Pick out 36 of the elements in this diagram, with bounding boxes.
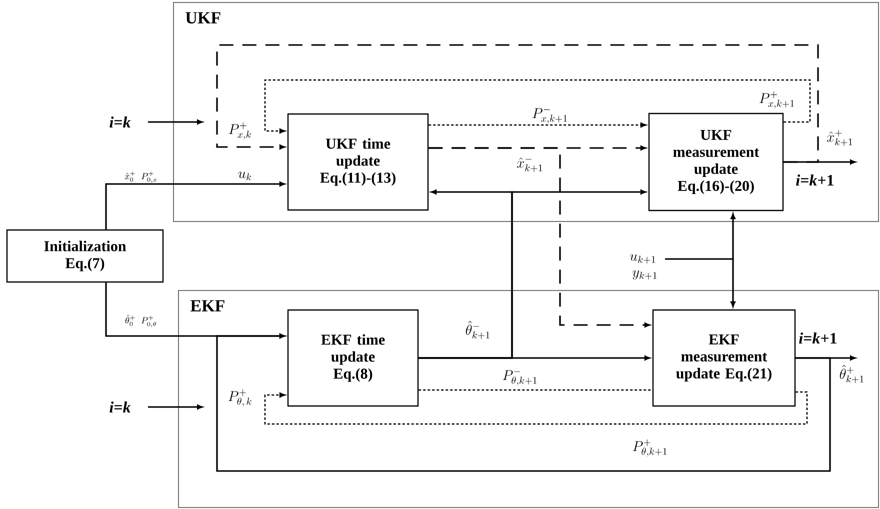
arrow [730, 214, 736, 259]
signal-label: $P_{x,k}^+$ [228, 122, 251, 140]
step-label: i=k+1 [796, 174, 834, 186]
arrow [730, 259, 736, 307]
edge-label: $P_{\theta,k+1}^+$ [632, 439, 666, 457]
step-label: i=k [110, 401, 131, 413]
edge-label: $\hat{x}_0^+\;\;P_{0,x}^+$ [124, 171, 157, 183]
arrow [428, 122, 646, 128]
signal-label: $u_k$ [238, 172, 252, 180]
arrow [418, 356, 650, 360]
arrow [428, 147, 650, 328]
process-box: EKF measurement update Eq.(21) [652, 309, 796, 407]
signal-label: $y_{k+1}$ [632, 270, 657, 280]
arrow [264, 391, 808, 425]
arrow [216, 334, 831, 472]
edge-label: $P_{x,k+1}^-$ [532, 108, 567, 124]
arrow [105, 182, 285, 230]
edge-label: $P_{\theta,k+1}^-$ [502, 370, 536, 386]
arrow [796, 356, 856, 360]
process-box: EKF time update Eq.(8) [287, 309, 419, 407]
edge-label: $P_{x,k+1}^+$ [760, 91, 794, 109]
edge-label: $\hat{\theta}_{k+1}^+$ [840, 364, 864, 384]
arrow [264, 79, 811, 134]
process-box: UKF time update Eq.(11)-(13) [287, 113, 429, 211]
edge-label: $\hat{x}_{k+1}^+$ [827, 130, 852, 146]
process-box: UKF measurement update Eq.(16)-(20) [648, 112, 784, 212]
signal-label: $u_{k+1}$ [630, 254, 656, 264]
edge-label: $\hat{\theta}_{k+1}^-$ [466, 320, 490, 340]
signal-label: $\hat{x}_{k+1}^-$ [517, 158, 542, 172]
process-box: Initialization Eq.(7) [6, 229, 164, 283]
arrow [784, 160, 856, 164]
arrow [216, 44, 819, 163]
step-label: i=k+1 [799, 332, 837, 344]
signal-label: $P_{\theta,\,k}^+$ [228, 389, 252, 407]
step-label: i=k [110, 116, 131, 128]
edge-label: $\hat{\theta}_0^+\;\;P_{0,\theta}^+$ [125, 314, 156, 328]
